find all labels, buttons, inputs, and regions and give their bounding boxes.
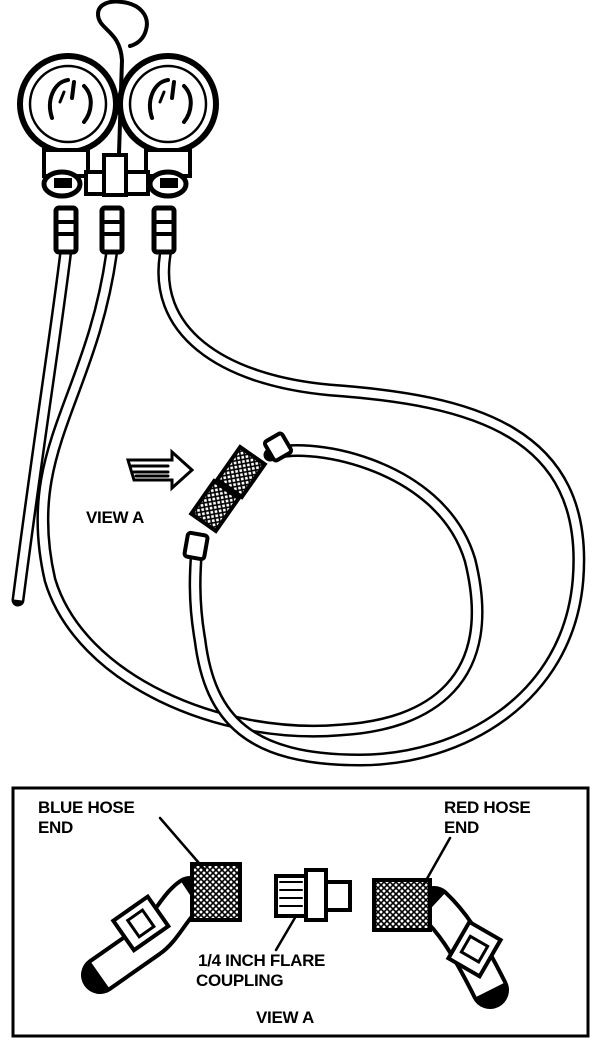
hose-left	[11, 243, 73, 607]
blue-hose-end-label: BLUE HOSE END	[38, 798, 139, 837]
blue-hose-assembly	[81, 862, 242, 994]
view-a-label: VIEW A	[86, 508, 144, 527]
hose-right	[157, 243, 586, 767]
main-figure: VIEW A	[11, 0, 586, 767]
red-hose-assembly	[372, 878, 509, 1009]
view-a-detail-inset: BLUE HOSE END RED HOSE END 1/4 INCH FLAR…	[11, 786, 590, 1038]
red-hose-end-nut	[372, 878, 432, 932]
right-pressure-gauge	[117, 53, 219, 155]
blue-hose-end-nut	[190, 862, 242, 922]
red-hose-end-label: RED HOSE END	[444, 798, 535, 837]
red-hose-leader	[422, 836, 452, 886]
blue-hose-leader	[158, 816, 207, 872]
manifold-body	[41, 148, 192, 199]
left-pressure-gauge	[17, 53, 119, 155]
flare-coupling	[274, 868, 352, 922]
hanging-hook	[96, 0, 149, 187]
hose-middle	[36, 243, 484, 738]
coupling-leader	[274, 914, 298, 952]
view-a-arrow	[125, 448, 195, 492]
view-a-caption: VIEW A	[256, 1008, 314, 1027]
coupling-label: 1/4 INCH FLARE COUPLING	[196, 951, 330, 990]
manifold-hose-fittings	[53, 205, 177, 255]
hose-coupling-joint	[182, 431, 294, 562]
